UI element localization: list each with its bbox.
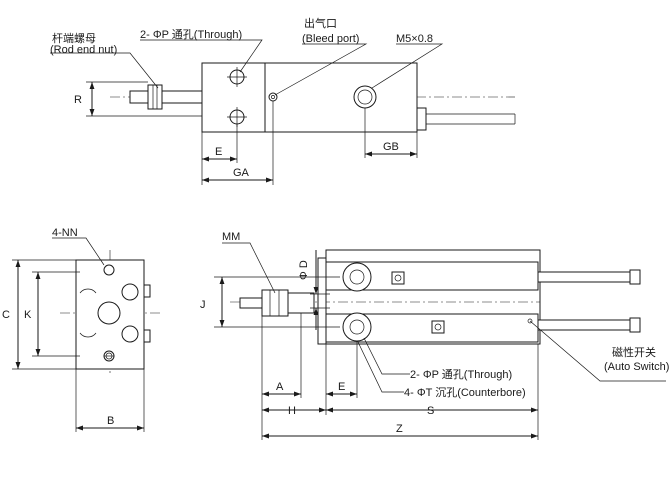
dim-E-side-label: E [338, 381, 345, 393]
rod-end-nut-label-cn: 杆端螺母 [52, 31, 96, 45]
top-view [50, 39, 516, 185]
top-rod-nut [147, 84, 163, 110]
dim-E-top-label: E [215, 146, 222, 158]
auto-switch-leader [529, 320, 666, 382]
side-outline [325, 249, 541, 345]
side-through-hole [342, 262, 372, 292]
dim-K-label: K [24, 309, 32, 321]
top-through-hole-label: 2- ΦP 通孔(Through) [140, 28, 242, 41]
top-m5-port [353, 85, 377, 109]
dim-Z-label: Z [396, 423, 403, 435]
end-tapped-hole-1 [103, 264, 115, 276]
side-view [214, 242, 666, 440]
rod-end-nut-label-en: (Rod end nut) [50, 44, 117, 56]
dim-S-label: S [427, 405, 434, 417]
side-through-hole-label: 2- ΦP 通孔(Through) [410, 368, 512, 381]
dim-D-label: Φ D [298, 260, 310, 280]
mm-label: MM [222, 231, 240, 243]
dim-GA-label: GA [233, 167, 250, 179]
side-cable-lower [537, 319, 639, 331]
dim-R-label: R [74, 94, 82, 106]
nn-label: 4-NN [52, 227, 78, 239]
dim-GB-label: GB [383, 141, 399, 153]
auto-switch-label-cn: 磁性开关 [612, 345, 656, 359]
auto-switch-point [527, 318, 533, 324]
mm-leader [222, 242, 276, 294]
bleed-port-label-cn: 出气口 [304, 16, 337, 30]
dim-C-label: C [2, 309, 10, 321]
nn-leader [52, 237, 105, 266]
end-hole-2 [121, 283, 139, 301]
through-hole-leader-top [140, 39, 263, 73]
dim-J-label: J [200, 299, 206, 311]
top-piston-rod [129, 90, 203, 104]
end-hole-3 [121, 325, 139, 343]
end-slot-bottom [79, 332, 97, 338]
side-piston-rod [239, 297, 263, 309]
m5-leader [371, 43, 444, 89]
bleed-port-label-en: (Bleed port) [302, 33, 359, 45]
side-switch-upper [391, 271, 405, 285]
side-front-plate [317, 257, 327, 345]
dim-B-label: B [107, 415, 114, 427]
labels: 杆端螺母 (Rod end nut) 2- ΦP 通孔(Through) 出气口… [2, 16, 669, 435]
side-rod-nut [261, 289, 289, 317]
top-switch-rail [416, 107, 427, 131]
side-counterbore [342, 312, 372, 342]
side-switch-lower [431, 320, 445, 334]
through-hole-leader-side [363, 337, 410, 375]
rod-nut-leader [50, 52, 159, 89]
end-center-bore [97, 301, 121, 325]
bleed-port-leader [274, 43, 368, 96]
auto-switch-label-en: (Auto Switch) [604, 361, 669, 373]
side-cable-upper [537, 271, 639, 283]
top-body [264, 62, 418, 133]
dim-A-label: A [276, 381, 284, 393]
m5-port-label: M5×0.8 [396, 33, 433, 45]
counterbore-label: 4- ΦT 沉孔(Counterbore) [404, 386, 526, 399]
end-slot-top [79, 288, 97, 294]
counterbore-leader [357, 341, 404, 393]
dim-H-label: H [288, 405, 296, 417]
end-view [12, 237, 160, 432]
